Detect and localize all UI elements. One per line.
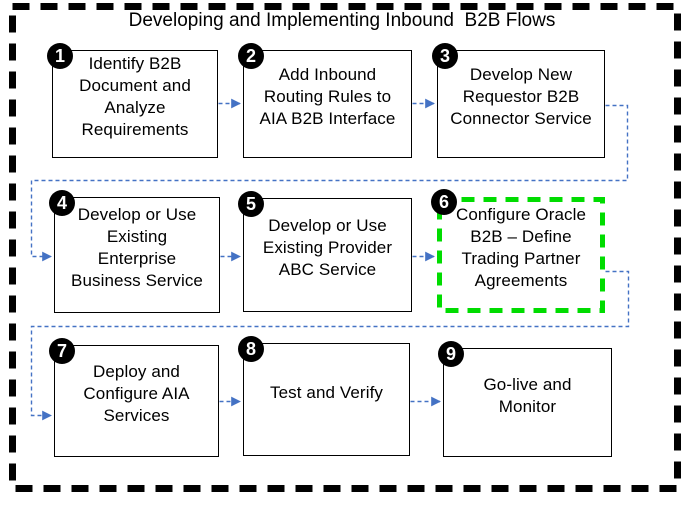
step-label-6: Configure Oracle B2B – Define Trading Pa… <box>455 205 587 290</box>
step-number-badge-4: 4 <box>49 190 75 216</box>
step-label-7: Deploy and Configure AIA Services <box>83 362 190 425</box>
step-label-9: Go-live and Monitor <box>483 374 572 416</box>
step-label-2: Add Inbound Routing Rules to AIA B2B Int… <box>259 65 396 128</box>
step-box-2: 2 Add Inbound Routing Rules to AIA B2B I… <box>238 43 412 158</box>
step-box-5: 5 Develop or Use Existing Provider ABC S… <box>238 191 412 312</box>
step-number-badge-2: 2 <box>238 43 264 69</box>
step-box-3: 3 Develop New Requestor B2B Connector Se… <box>432 43 605 158</box>
step-box-8: 8 Test and Verify <box>238 336 410 456</box>
step-box-4: 4 Develop or Use Existing Enterprise Bus… <box>49 190 220 313</box>
diagram-title: Developing and Implementing Inbound B2B … <box>128 10 556 31</box>
step-number-badge-5: 5 <box>238 191 264 217</box>
step-number-badge-9: 9 <box>438 341 464 367</box>
step-label-4: Develop or Use Existing Enterprise Busin… <box>71 205 203 290</box>
step-label-8: Test and Verify <box>269 382 383 402</box>
step-number-badge-1: 1 <box>47 43 73 69</box>
step-box-6-highlighted: 6 Configure Oracle B2B – Define Trading … <box>431 189 605 313</box>
step-number-badge-7: 7 <box>49 338 75 364</box>
step-box-1: 1 Identify B2B Document and Analyze Requ… <box>47 43 218 158</box>
step-label-1: Identify B2B Document and Analyze Requir… <box>79 54 191 139</box>
step-box-7: 7 Deploy and Configure AIA Services <box>49 338 219 457</box>
step-label-5: Develop or Use Existing Provider ABC Ser… <box>262 216 393 279</box>
step-number-badge-6: 6 <box>431 189 457 215</box>
step-number-badge-8: 8 <box>238 336 264 362</box>
step-box-9: 9 Go-live and Monitor <box>438 341 612 457</box>
step-label-3: Develop New Requestor B2B Connector Serv… <box>450 65 592 128</box>
step-number-badge-3: 3 <box>432 43 458 69</box>
